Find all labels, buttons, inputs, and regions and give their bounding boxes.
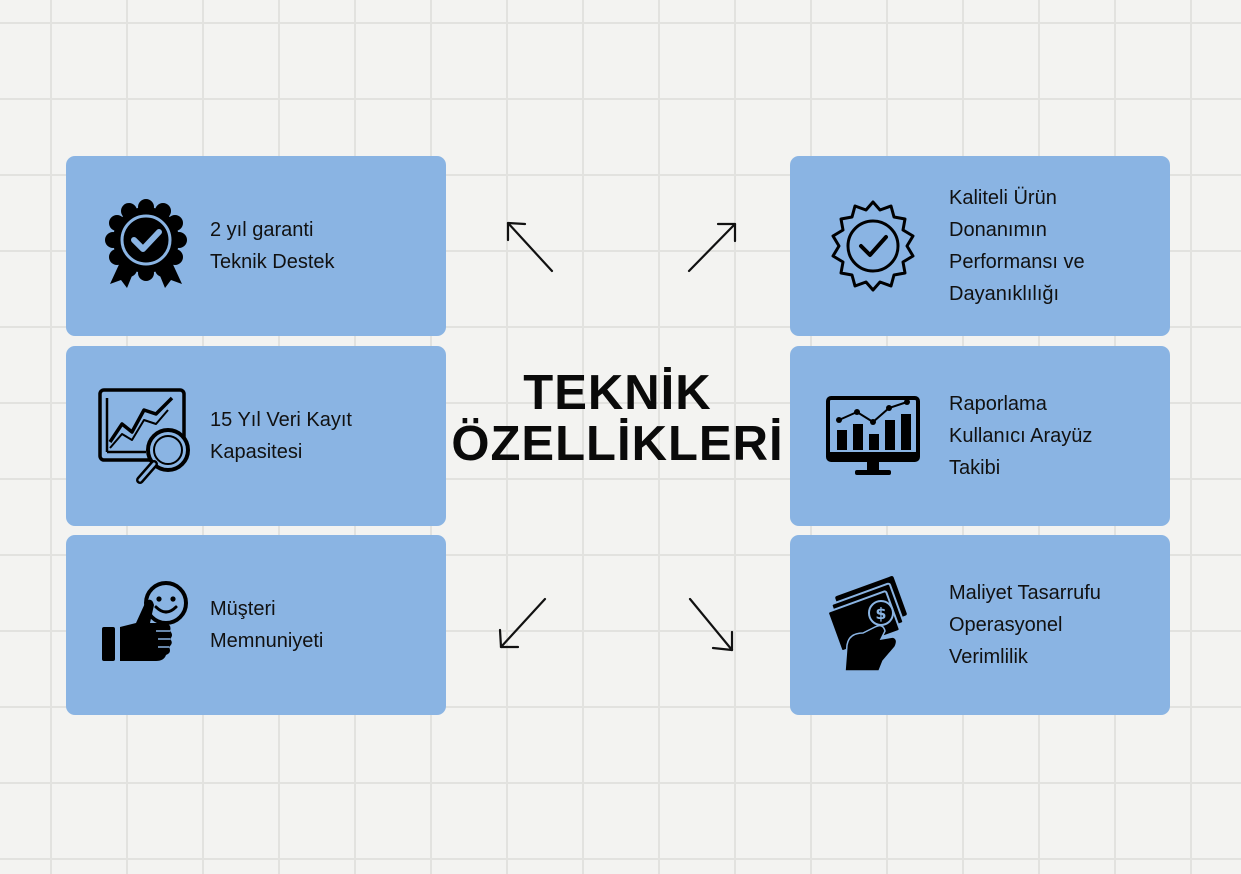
hand-money-icon: $: [823, 575, 923, 675]
card-warranty: 2 yıl garanti Teknik Destek: [66, 156, 446, 336]
award-badge-check-icon: [96, 196, 196, 296]
card-reporting: Raporlama Kullanıcı Arayüz Takibi: [790, 346, 1170, 526]
card-quality: Kaliteli Ürün Donanımın Performansı ve D…: [790, 156, 1170, 336]
card-satisfaction: Müşteri Memnuniyeti: [66, 535, 446, 715]
card-quality-text: Kaliteli Ürün Donanımın Performansı ve D…: [949, 182, 1085, 310]
card-satisfaction-text: Müşteri Memnuniyeti: [210, 593, 323, 657]
card-line: Donanımın: [949, 219, 1047, 241]
card-line: Kaliteli Ürün: [949, 187, 1057, 209]
card-line: Teknik Destek: [210, 251, 335, 273]
arrow-up-right-icon: [687, 222, 737, 273]
card-line: Kullanıcı Arayüz: [949, 425, 1093, 447]
card-data-capacity-text: 15 Yıl Veri Kayıt Kapasitesi: [210, 404, 352, 468]
card-line: 2 yıl garanti: [210, 219, 314, 241]
card-line: Raporlama: [949, 393, 1047, 415]
card-line: Dayanıklılığı: [949, 283, 1060, 305]
card-line: Performansı ve: [949, 251, 1085, 273]
card-reporting-text: Raporlama Kullanıcı Arayüz Takibi: [949, 388, 1092, 484]
arrow-up-left-icon: [506, 221, 554, 273]
card-savings: $ Maliyet Tasarrufu Operasyonel Verimlil…: [790, 535, 1170, 715]
card-line: Kapasitesi: [210, 441, 303, 463]
card-data-capacity: 15 Yıl Veri Kayıt Kapasitesi: [66, 346, 446, 526]
quality-check-badge-icon: [823, 196, 923, 296]
card-warranty-text: 2 yıl garanti Teknik Destek: [210, 214, 335, 278]
card-line: Müşteri: [210, 598, 276, 620]
title-line-1: TEKNİK: [523, 366, 712, 420]
monitor-bar-chart-icon: [823, 386, 923, 486]
thumbs-up-smiley-icon: [96, 575, 196, 675]
arrow-down-right-icon: [688, 597, 734, 652]
card-line: 15 Yıl Veri Kayıt: [210, 409, 352, 431]
arrow-down-left-icon: [498, 597, 547, 649]
chart-magnifier-icon: [96, 386, 196, 486]
page-title: TEKNİK ÖZELLİKLERİ: [430, 368, 805, 470]
card-line: Operasyonel: [949, 614, 1063, 636]
card-line: Verimlilik: [949, 646, 1028, 668]
card-savings-text: Maliyet Tasarrufu Operasyonel Verimlilik: [949, 577, 1101, 673]
card-line: Takibi: [949, 457, 1001, 479]
card-line: Maliyet Tasarrufu: [949, 582, 1101, 604]
svg-text:$: $: [875, 604, 886, 623]
card-line: Memnuniyeti: [210, 630, 324, 652]
title-line-2: ÖZELLİKLERİ: [451, 417, 784, 471]
